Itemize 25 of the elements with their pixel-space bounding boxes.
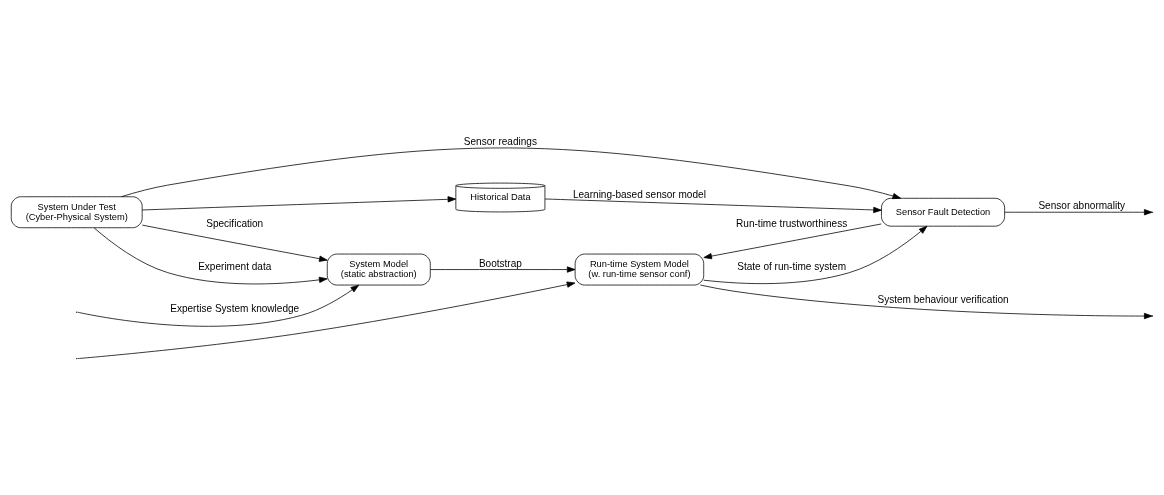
edge-label: Run-time trustworthiness — [736, 217, 848, 229]
edge-label: Sensor abnormality — [1038, 199, 1125, 211]
arrow — [430, 265, 576, 273]
edge-label: State of run-time system — [737, 260, 847, 272]
arrow — [703, 223, 882, 259]
edge-label: Learning-based sensor model — [572, 188, 706, 200]
arrow — [544, 198, 882, 213]
arrow — [77, 284, 360, 327]
arrow — [141, 224, 328, 262]
arrow — [1004, 208, 1153, 215]
arrow — [93, 227, 328, 284]
arrow — [141, 195, 457, 210]
edge-label: Specification — [206, 217, 264, 229]
edge-label: System behaviour verification — [877, 293, 1009, 305]
arrow — [77, 281, 576, 359]
arrow — [121, 147, 901, 199]
edge-label: Sensor readings — [463, 135, 537, 147]
node-box: System Model (static abstraction) — [326, 253, 431, 285]
node-box: Sensor Fault Detection — [881, 197, 1005, 227]
edge-label: Bootstrap — [478, 257, 522, 269]
node-box: Run-time System Model (w. run-time sensor conf) — [574, 253, 705, 285]
arrow — [703, 225, 928, 284]
edge-label: Expertise System knowledge — [170, 302, 300, 314]
edge-label: Experiment data — [198, 260, 272, 272]
node-box: System Under Test (Cyber-Physical System) — [10, 195, 143, 228]
